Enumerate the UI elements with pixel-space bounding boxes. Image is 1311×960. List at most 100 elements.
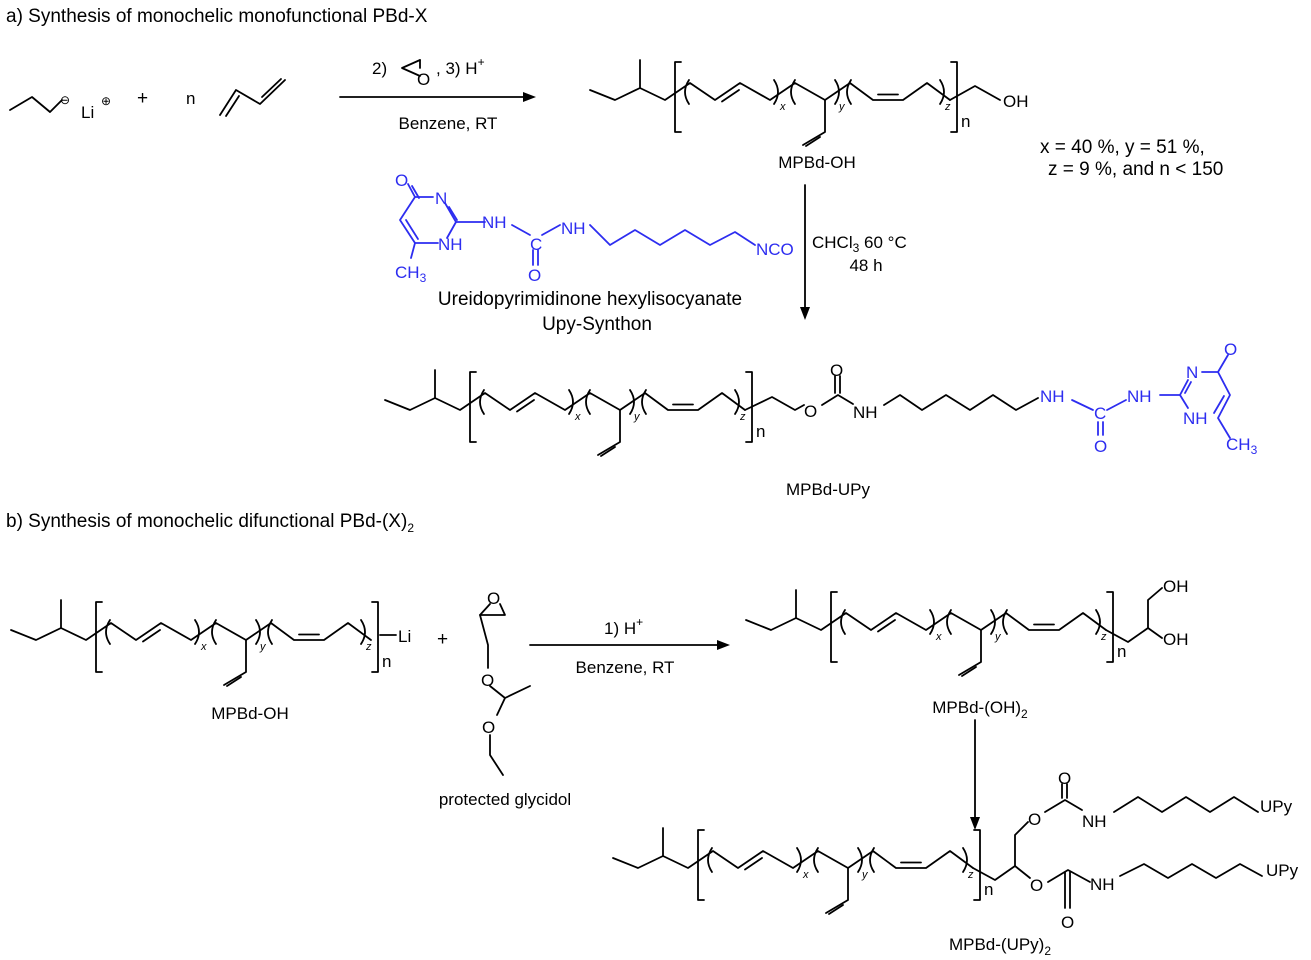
reaction-arrow-1 [339, 92, 536, 102]
epoxide-icon: O [401, 59, 430, 89]
section-b-title: b) Synthesis of monochelic difunctional … [6, 511, 414, 535]
x-subscript: x [200, 641, 207, 653]
carbonyl-oxygen-1: O [1058, 769, 1071, 788]
polybutadiene-backbone [589, 59, 958, 147]
reaction-arrow-3 [529, 640, 730, 650]
polybutadiene-backbone [612, 827, 981, 915]
ring-nh: NH [1183, 409, 1208, 428]
section-a-title: a) Synthesis of monochelic monofunctiona… [6, 6, 428, 27]
polybutadiene-backbone [384, 369, 753, 457]
z-subscript: z [1100, 631, 1107, 643]
plus-sign: + [137, 88, 148, 109]
n-subscript: n [382, 652, 391, 671]
y-subscript: y [994, 631, 1002, 643]
carbamate-nh-2: NH [1090, 875, 1115, 894]
ring-oxygen: O [395, 171, 408, 190]
n-subscript: n [961, 112, 970, 131]
reaction-arrow-2 [800, 184, 810, 320]
butadiene [219, 78, 286, 117]
polymer-living-chain: x y zn [10, 599, 391, 687]
upy-synthon: O N NH C O NH NH CH3 NCO [395, 171, 794, 285]
epoxide-oxygen: O [417, 70, 430, 89]
y-subscript: y [838, 101, 846, 113]
n-subscript: n [984, 880, 993, 899]
isocyanate-group: NCO [756, 240, 794, 259]
urea-nh-2: NH [561, 219, 586, 238]
step3-label: , 3) H+ [436, 55, 485, 78]
z-subscript: z [739, 411, 746, 423]
product-label-mpbd-oh: MPBd-OH [778, 153, 855, 172]
ring-nitrogen: N [435, 189, 447, 208]
n-equivalents: n [186, 89, 195, 108]
glycidol-label: protected glycidol [439, 790, 571, 809]
x-subscript: x [574, 411, 581, 423]
y-subscript: y [259, 641, 267, 653]
urea-oxygen: O [528, 266, 541, 285]
plus-sign-b: + [437, 629, 448, 650]
upy-end-group: O O NH NH C O NH N O NH CH3 [744, 340, 1258, 457]
carbamate-nh: NH [853, 403, 878, 422]
minus-charge: ⊖ [60, 93, 70, 107]
hydroxyl-2: OH [1163, 630, 1189, 649]
hydroxyl-end-group: OH [1003, 92, 1029, 111]
carbamate-nh-1: NH [1082, 812, 1107, 831]
product-label-mpbd-diupy: MPBd-(UPy)2 [949, 935, 1051, 958]
z-subscript: z [944, 101, 951, 113]
urea-nh-1: NH [1040, 387, 1065, 406]
ring-nh: NH [438, 235, 463, 254]
start-label-mpbd-oh: MPBd-OH [211, 704, 288, 723]
urea-carbon: C [530, 235, 542, 254]
x-subscript: x [802, 869, 809, 881]
lithium-end: Li [398, 627, 411, 646]
upy-group-2: UPy [1266, 861, 1299, 880]
product-label-mpbd-upy: MPBd-UPy [786, 480, 871, 499]
plus-charge: ⊕ [101, 94, 111, 108]
upy-group-1: UPy [1260, 797, 1293, 816]
reaction-arrow-4 [970, 719, 980, 830]
y-subscript: y [861, 869, 869, 881]
polymer-mpbd-upy: x y zn [384, 369, 765, 457]
n-subscript: n [756, 422, 765, 441]
polymer-mpbd-diol: x y zn [745, 589, 1126, 677]
z-subscript: z [365, 641, 372, 653]
epoxide-oxygen: O [487, 589, 500, 608]
synthon-name: Ureidopyrimidinone hexylisocyanate [438, 289, 742, 310]
carbonyl-oxygen-2: O [1061, 913, 1074, 932]
step1-label: 1) H+ [604, 615, 643, 638]
x-subscript: x [779, 101, 786, 113]
lithium-label: Li [81, 103, 94, 122]
urea-nh-1: NH [482, 213, 507, 232]
conditions-time: 48 h [849, 256, 882, 275]
composition-line-1: x = 40 %, y = 51 %, [1040, 137, 1205, 158]
conditions-label: Benzene, RT [399, 114, 498, 133]
z-subscript: z [967, 869, 974, 881]
carbonyl-oxygen: O [830, 361, 843, 380]
urea-carbon: C [1094, 404, 1106, 423]
carbamate-oxygen-1: O [1028, 810, 1041, 829]
n-subscript: n [1117, 642, 1126, 661]
x-subscript: x [935, 631, 942, 643]
conditions-label-b: Benzene, RT [576, 658, 675, 677]
urea-nh-2: NH [1127, 387, 1152, 406]
protected-glycidol: O O O [479, 589, 531, 776]
methyl-group: CH3 [1226, 435, 1258, 457]
product-label-mpbd-diol: MPBd-(OH)2 [932, 698, 1028, 721]
ether-oxygen-2: O [482, 718, 495, 737]
polybutadiene-backbone [745, 589, 1114, 677]
polybutadiene-backbone [10, 599, 379, 687]
di-upy-end-group: O O NH UPy O O NH UPy [972, 769, 1299, 932]
synthon-short-name: Upy-Synthon [542, 314, 652, 335]
ether-oxygen-1: O [481, 671, 494, 690]
step2-label: 2) [372, 59, 387, 78]
hydroxyl-1: OH [1163, 577, 1189, 596]
y-subscript: y [633, 411, 641, 423]
conditions-solvent-temp: CHCl3 60 °C [812, 233, 907, 255]
urea-oxygen: O [1094, 437, 1107, 456]
polymer-mpbd-diupy: x y zn [612, 827, 993, 915]
polymer-mpbd-oh: x y zn [589, 59, 970, 147]
ring-oxygen: O [1224, 340, 1237, 359]
carbamate-oxygen-2: O [1030, 876, 1043, 895]
methyl-group: CH3 [395, 263, 427, 285]
ring-nitrogen: N [1186, 363, 1198, 382]
